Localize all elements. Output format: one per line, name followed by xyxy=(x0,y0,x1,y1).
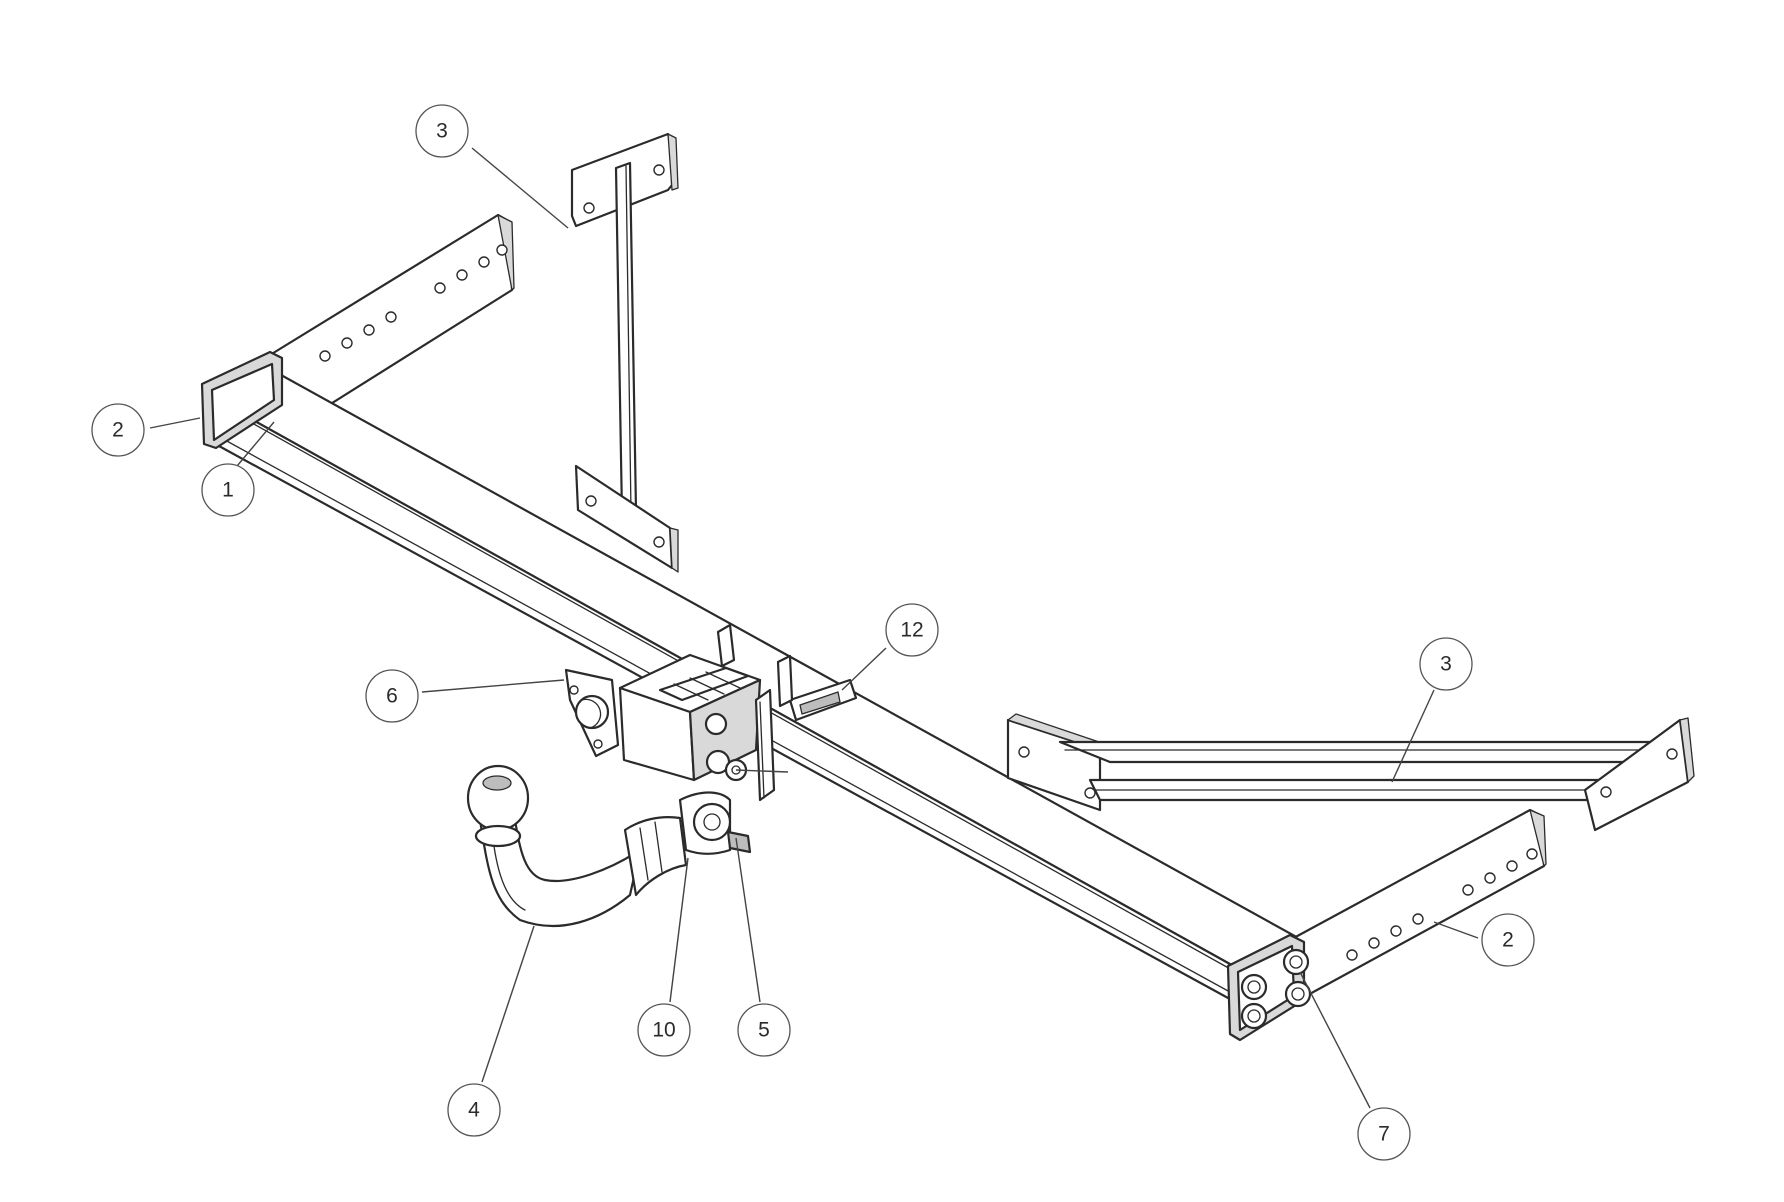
balloon-label: 6 xyxy=(386,685,398,708)
balloon-label: 10 xyxy=(652,1019,675,1042)
balloon-4: 4 xyxy=(447,1083,501,1137)
balloon-2-right: 2 xyxy=(1481,913,1535,967)
balloon-label: 5 xyxy=(758,1019,770,1042)
left-side-arm xyxy=(268,213,515,434)
balloon-label: 7 xyxy=(1378,1123,1390,1146)
leader-lines xyxy=(149,147,1479,1109)
balloon-5: 5 xyxy=(737,1003,791,1057)
balloon-label: 12 xyxy=(900,619,923,642)
balloon-label: 3 xyxy=(1440,653,1452,676)
tow-hitch-mount xyxy=(618,623,794,802)
balloon-12: 12 xyxy=(885,603,939,657)
balloon-3-top: 3 xyxy=(415,104,469,158)
balloon-label: 1 xyxy=(222,479,234,502)
socket-plate xyxy=(564,668,620,758)
right-side-arm xyxy=(1288,808,1547,998)
balloon-7: 7 xyxy=(1357,1107,1411,1161)
balloon-label: 2 xyxy=(1502,929,1514,952)
balloon-1: 1 xyxy=(201,463,255,517)
balloon-2-left: 2 xyxy=(91,403,145,457)
balloon-10: 10 xyxy=(637,1003,691,1057)
balloon-3-right: 3 xyxy=(1419,637,1473,691)
tow-ball xyxy=(466,764,530,848)
balloon-6: 6 xyxy=(365,669,419,723)
balloon-label: 4 xyxy=(468,1099,480,1122)
upper-mounting-bracket xyxy=(570,132,679,573)
balloon-label: 3 xyxy=(436,120,448,143)
right-end-cap xyxy=(1226,933,1312,1042)
right-mounting-bracket xyxy=(1006,713,1695,832)
tow-ball-neck xyxy=(478,791,752,928)
balloon-label: 2 xyxy=(112,419,124,442)
